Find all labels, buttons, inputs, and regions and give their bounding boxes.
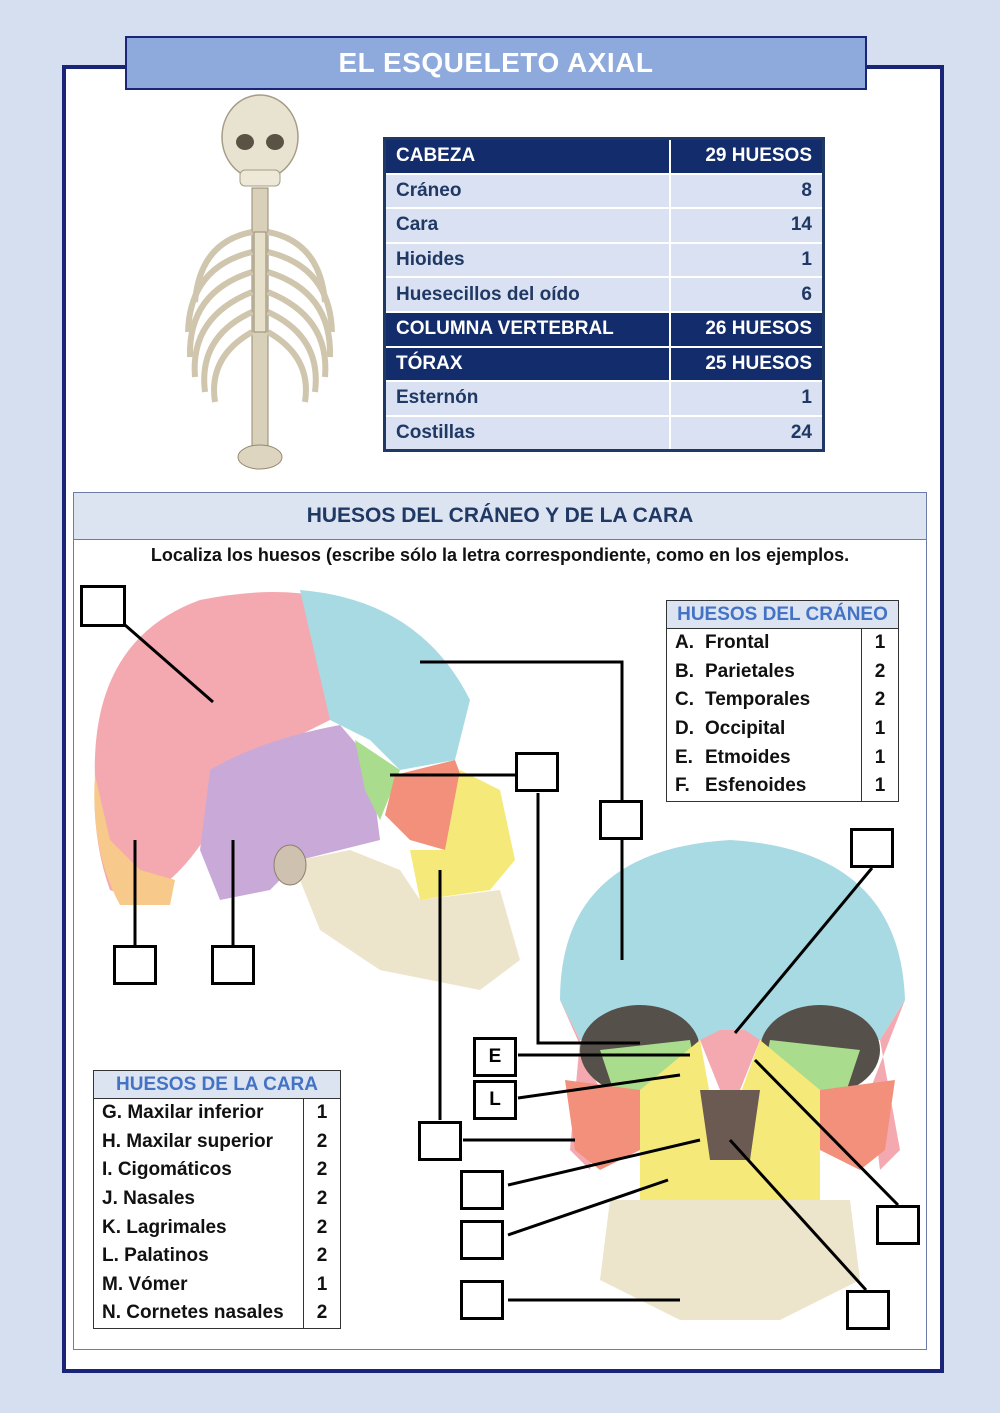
answer-box-turbinates[interactable] bbox=[460, 1170, 504, 1210]
legend-count: 1 bbox=[861, 714, 899, 744]
cranium-legend-row: D. Occipital 1 bbox=[666, 714, 899, 744]
answer-box-occipital[interactable] bbox=[113, 945, 157, 985]
legend-letter: C. bbox=[675, 689, 694, 711]
legend-count: 2 bbox=[303, 1127, 341, 1157]
legend-bone-name: Occipital bbox=[705, 718, 786, 740]
cranium-legend-row: A. Frontal 1 bbox=[666, 628, 899, 658]
summary-value: 8 bbox=[669, 173, 824, 210]
legend-count: 2 bbox=[303, 1156, 341, 1185]
answer-box-sphenoid-lateral[interactable] bbox=[515, 752, 559, 792]
legend-letter: B. bbox=[675, 660, 694, 682]
answer-box-vomer[interactable] bbox=[846, 1290, 890, 1330]
answer-box-temporal[interactable] bbox=[211, 945, 255, 985]
answer-box-lacrimal[interactable] bbox=[876, 1205, 920, 1245]
summary-label: Huesecillos del oído bbox=[384, 277, 671, 313]
legend-bone-name: H. Maxilar superior bbox=[93, 1127, 304, 1157]
summary-label: Hioides bbox=[384, 242, 671, 279]
legend-bone-name: M. Vómer bbox=[93, 1270, 304, 1300]
answer-box-maxilla[interactable] bbox=[460, 1220, 504, 1260]
legend-bone-name: Esfenoides bbox=[705, 775, 807, 797]
cranium-legend-row: F. Esfenoides 1 bbox=[666, 771, 899, 802]
skull-section: HUESOS DEL CRÁNEO Y DE LA CARA Localiza … bbox=[73, 492, 927, 1350]
legend-bone-name: Frontal bbox=[705, 632, 770, 654]
legend-bone-name: N. Cornetes nasales bbox=[93, 1299, 304, 1329]
summary-label: CABEZA bbox=[384, 138, 671, 175]
answer-box-frontal[interactable] bbox=[599, 800, 643, 840]
summary-label: Cara bbox=[384, 208, 671, 244]
summary-value: 29 HUESOS bbox=[669, 138, 824, 175]
cranium-legend-row: B. Parietales 2 bbox=[666, 657, 899, 687]
legend-count: 2 bbox=[303, 1299, 341, 1329]
legend-bone-name: J. Nasales bbox=[93, 1184, 304, 1214]
legend-count: 2 bbox=[303, 1213, 341, 1242]
legend-letter: E. bbox=[675, 746, 693, 768]
legend-bone-name: K. Lagrimales bbox=[93, 1213, 304, 1242]
legend-count: 2 bbox=[861, 657, 899, 687]
legend-bone-name: L. Palatinos bbox=[93, 1241, 304, 1271]
section-title: HUESOS DEL CRÁNEO Y DE LA CARA bbox=[74, 493, 926, 540]
legend-count: 1 bbox=[861, 628, 899, 658]
answer-box-parietal[interactable] bbox=[80, 585, 126, 627]
summary-value: 6 bbox=[669, 277, 824, 313]
summary-value: 14 bbox=[669, 208, 824, 244]
summary-label: Esternón bbox=[384, 381, 671, 417]
summary-value: 25 HUESOS bbox=[669, 346, 824, 383]
legend-count: 2 bbox=[303, 1184, 341, 1214]
legend-letter: D. bbox=[675, 718, 694, 740]
summary-label: COLUMNA VERTEBRAL bbox=[384, 311, 671, 348]
legend-count: 1 bbox=[303, 1098, 341, 1128]
summary-label: Cráneo bbox=[384, 173, 671, 210]
summary-value: 26 HUESOS bbox=[669, 311, 824, 348]
cranium-legend-title: HUESOS DEL CRÁNEO bbox=[666, 600, 899, 629]
summary-value: 1 bbox=[669, 242, 824, 279]
answer-box-nasal[interactable] bbox=[850, 828, 894, 868]
legend-count: 1 bbox=[861, 743, 899, 772]
answer-box-zygomatic[interactable] bbox=[418, 1121, 462, 1161]
face-legend-title: HUESOS DE LA CARA bbox=[93, 1070, 341, 1099]
legend-bone-name: Parietales bbox=[705, 660, 795, 682]
legend-count: 2 bbox=[303, 1241, 341, 1271]
summary-value: 24 bbox=[669, 415, 824, 452]
legend-count: 1 bbox=[861, 771, 899, 802]
answer-box-mandible[interactable] bbox=[460, 1280, 504, 1320]
axial-skeleton-image bbox=[185, 94, 335, 470]
instructions: Localiza los huesos (escribe sólo la let… bbox=[150, 545, 850, 565]
legend-bone-name: Temporales bbox=[705, 689, 811, 711]
legend-letter: F. bbox=[675, 775, 690, 797]
summary-label: Costillas bbox=[384, 415, 671, 452]
cranium-legend-row: E. Etmoides 1 bbox=[666, 743, 899, 772]
legend-bone-name: Etmoides bbox=[705, 746, 791, 768]
legend-letter: A. bbox=[675, 632, 694, 654]
answer-box-ethmoid[interactable]: E bbox=[473, 1037, 517, 1077]
answer-box-palatine[interactable]: L bbox=[473, 1080, 517, 1120]
legend-bone-name: G. Maxilar inferior bbox=[93, 1098, 304, 1128]
page-title: EL ESQUELETO AXIAL bbox=[125, 36, 867, 90]
summary-value: 1 bbox=[669, 381, 824, 417]
cranium-legend-row: C. Temporales 2 bbox=[666, 686, 899, 715]
legend-bone-name: I. Cigomáticos bbox=[93, 1156, 304, 1185]
legend-count: 1 bbox=[303, 1270, 341, 1300]
summary-label: TÓRAX bbox=[384, 346, 671, 383]
legend-count: 2 bbox=[861, 686, 899, 715]
